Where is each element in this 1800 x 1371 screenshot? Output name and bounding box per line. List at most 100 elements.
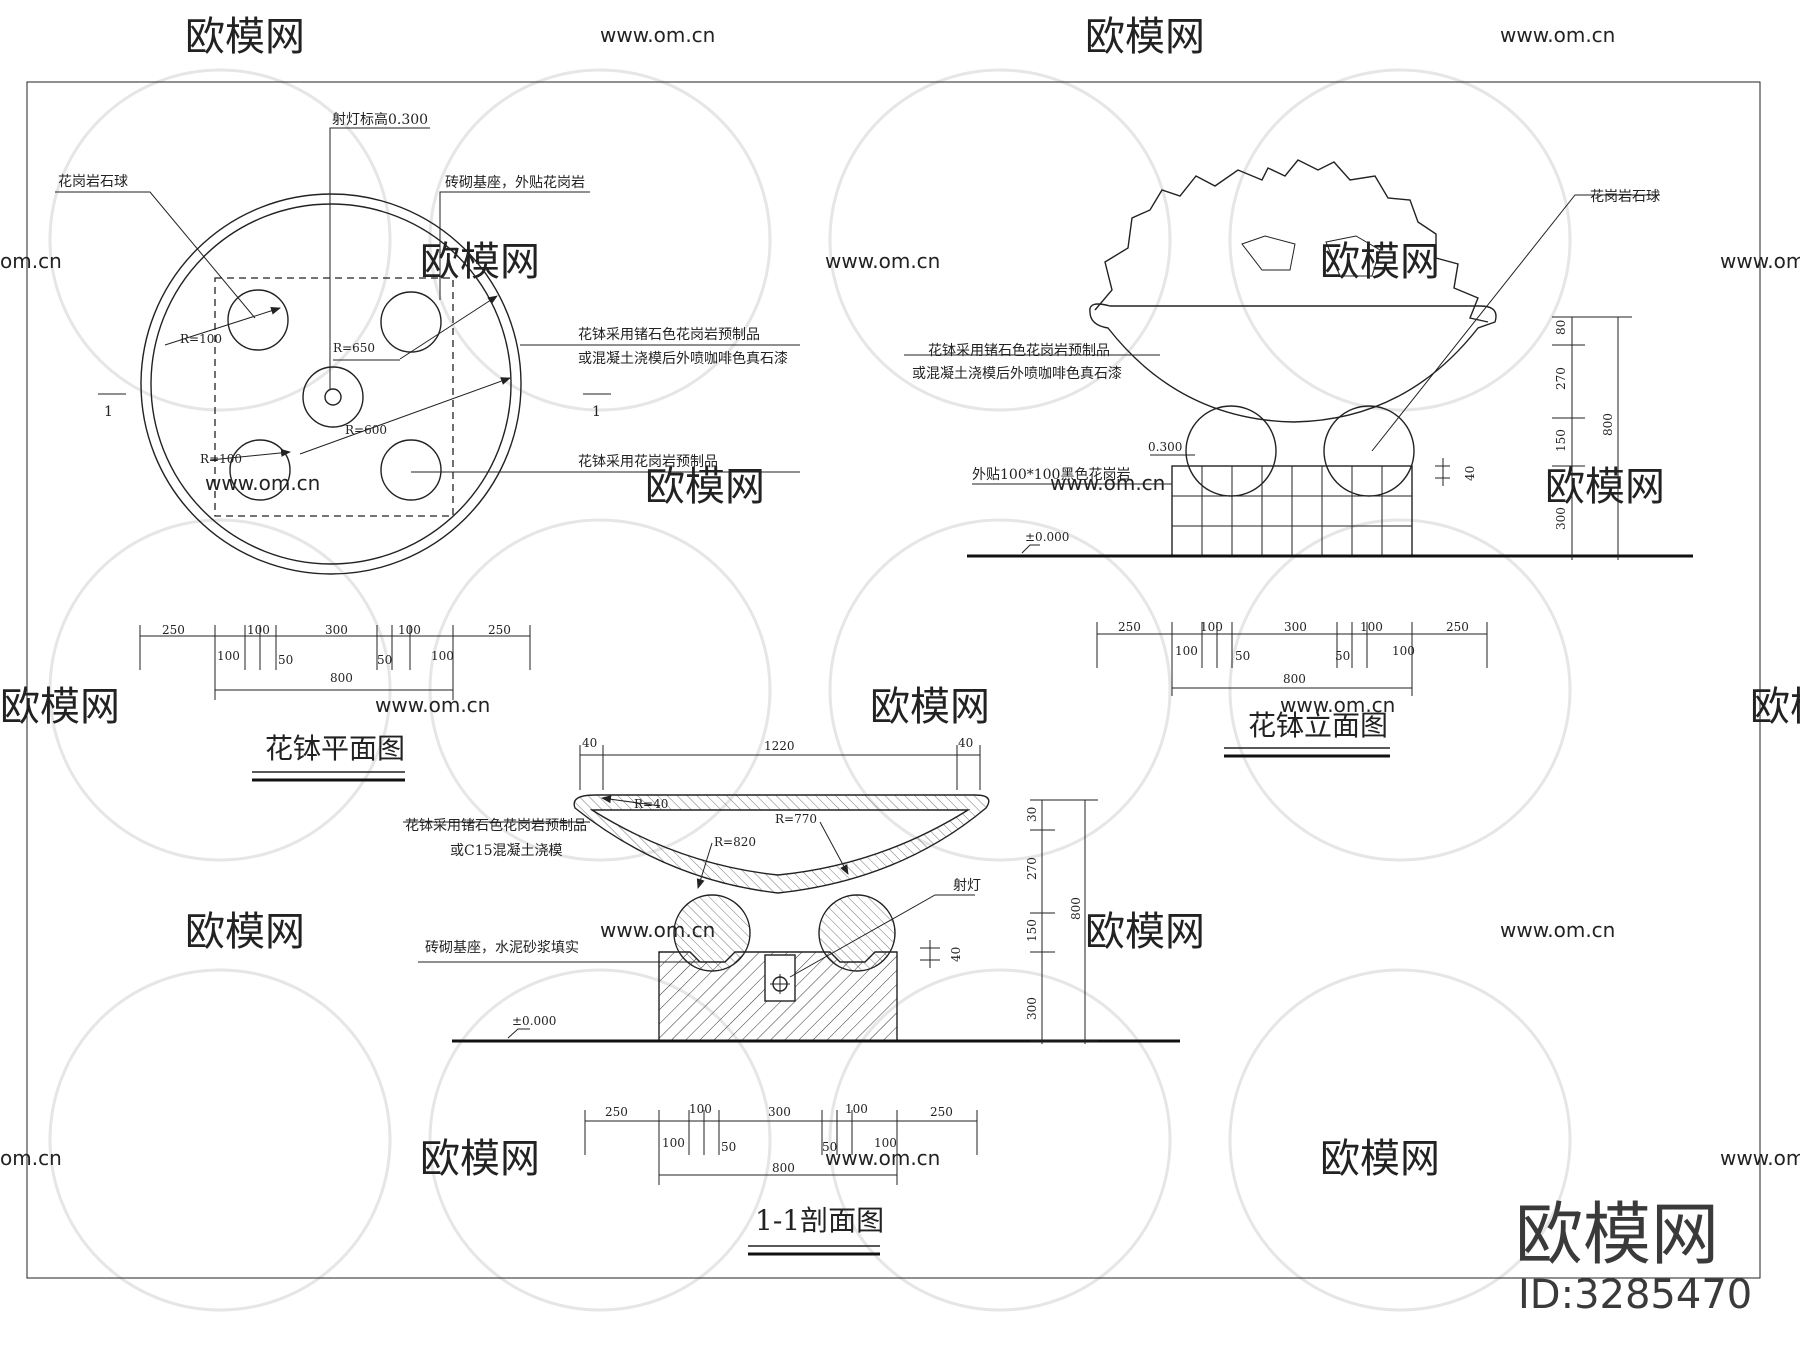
section-vdim: 30 — [1025, 807, 1039, 822]
plan-dim: 250 — [162, 623, 185, 637]
plan-note-bowl-granite: 花钵采用花岗岩预制品 — [578, 454, 718, 470]
plan-view: 射灯标高0.300 花岗岩石球 砖砌基座，外贴花岗岩 花钵采用锗石色花岗岩预制品… — [55, 111, 800, 782]
section-dim: 100 — [874, 1136, 897, 1150]
watermark-brand: 欧模网 — [1085, 909, 1205, 955]
plan-note-bowl-material-2: 或混凝土浇模后外喷咖啡色真石漆 — [578, 350, 788, 367]
plan-dim: 250 — [488, 623, 511, 637]
section-radius-r40: R=40 — [634, 797, 668, 811]
section-dim: 50 — [822, 1140, 837, 1154]
plan-dim: 50 — [377, 653, 392, 667]
elevation-note-cladding: 外贴100*100黑色花岗岩 — [972, 466, 1130, 483]
watermark-url: www.om.cn — [1050, 471, 1165, 495]
watermark-url: om.cn — [0, 1146, 62, 1170]
section-note-base: 砖砌基座，水泥砂浆填实 — [425, 939, 579, 956]
plan-dimension-chain: 250 100 300 100 250 100 50 50 100 800 — [139, 623, 531, 700]
section-dim: 100 — [845, 1102, 868, 1116]
elevation-note-granite-ball: 花岗岩石球 — [1590, 189, 1660, 205]
plan-dim-total: 800 — [330, 671, 353, 685]
watermark-circles — [48, 68, 1572, 1312]
watermark-brand: 欧模网 — [1545, 464, 1665, 510]
section-title: 1-1剖面图 — [755, 1204, 884, 1237]
plan-dim: 100 — [217, 649, 240, 663]
plan-ball — [380, 439, 442, 501]
watermark-id: ID:3285470 — [1518, 1272, 1752, 1318]
elevation-note-bowl-2: 或混凝土浇模后外喷咖啡色真石漆 — [912, 365, 1122, 382]
section-top-dim: 1220 — [764, 739, 795, 753]
plan-title: 花钵平面图 — [265, 732, 405, 765]
elevation-vdim: 270 — [1554, 367, 1568, 390]
elevation-dim: 100 — [1200, 620, 1223, 634]
watermark-url: www.om.cn — [1280, 693, 1395, 717]
watermark-brand: 欧模网 — [0, 684, 120, 730]
elevation-level-top: 0.300 — [1148, 440, 1182, 454]
watermark-brand-large: 欧模网 — [1515, 1196, 1719, 1275]
section-top-dim: 40 — [582, 736, 597, 750]
section-note-bowl-1: 花钵采用锗石色花岗岩预制品 — [405, 817, 587, 834]
elevation-dim: 250 — [1118, 620, 1141, 634]
elevation-view: 花岗岩石球 花钵采用锗石色花岗岩预制品 或混凝土浇模后外喷咖啡色真石漆 外贴10… — [904, 159, 1693, 758]
plan-light-core — [324, 388, 342, 406]
elevation-foliage — [1094, 159, 1489, 323]
elevation-dim: 50 — [1235, 649, 1250, 663]
plan-dim: 100 — [431, 649, 454, 663]
section-mark-right: 1 — [592, 404, 601, 420]
watermark-url: om.cn — [0, 249, 62, 273]
plan-base-outline — [214, 277, 454, 517]
plan-dim: 50 — [278, 653, 293, 667]
elevation-bowl — [1089, 303, 1497, 423]
elevation-level-ground: ±0.000 — [1025, 530, 1069, 544]
elevation-dim: 100 — [1360, 620, 1383, 634]
elevation-ball — [1323, 405, 1415, 497]
section-vertical-dims — [920, 799, 1098, 1044]
section-dim: 50 — [721, 1140, 736, 1154]
plan-note-brick-base: 砖砌基座，外贴花岗岩 — [445, 174, 585, 191]
watermark-brand: 欧模网 — [645, 464, 765, 510]
section-vdim: 300 — [1025, 997, 1039, 1020]
watermark-url: www.om.cn — [825, 249, 940, 273]
section-vdim: 270 — [1025, 857, 1039, 880]
section-dim: 100 — [689, 1102, 712, 1116]
watermark-url: www.om.cn — [375, 693, 490, 717]
plan-note-granite-ball: 花岗岩石球 — [58, 174, 128, 190]
section-dim: 250 — [930, 1105, 953, 1119]
plan-outer-circle — [140, 193, 522, 575]
watermark-brand: 欧模网 — [1320, 239, 1440, 285]
section-bowl-shell — [573, 794, 990, 894]
plan-ball — [229, 439, 291, 501]
elevation-gap: 40 — [1463, 466, 1477, 481]
elevation-dim-total: 800 — [1283, 672, 1306, 686]
elevation-vdim: 300 — [1554, 507, 1568, 530]
plan-dim: 300 — [325, 623, 348, 637]
plan-note-bowl-material-1: 花钵采用锗石色花岗岩预制品 — [578, 326, 760, 343]
watermark-url: www.om.cn — [205, 471, 320, 495]
elevation-dimension-chain: 250 100 300 100 250 100 50 50 100 800 — [1096, 620, 1488, 696]
elevation-dim: 300 — [1284, 620, 1307, 634]
section-radius-r820: R=820 — [714, 835, 756, 849]
plan-light — [302, 366, 364, 428]
plan-radius-r100-a: R=100 — [180, 332, 222, 346]
elevation-title: 花钵立面图 — [1248, 709, 1388, 742]
section-radius-r770: R=770 — [775, 812, 817, 826]
sheet-border — [26, 81, 1761, 1279]
section-dim: 250 — [605, 1105, 628, 1119]
section-dim-total: 800 — [772, 1161, 795, 1175]
elevation-dim: 100 — [1392, 644, 1415, 658]
watermark-brand: 欧模网 — [420, 1136, 540, 1182]
watermark-brand: 欧模网 — [1085, 14, 1205, 60]
section-note-light: 射灯 — [953, 878, 981, 894]
section-level-ground: ±0.000 — [512, 1014, 556, 1028]
watermark-url: www.om.cn — [1500, 23, 1615, 47]
plan-note-spot-light: 射灯标高0.300 — [332, 111, 428, 128]
watermark-brand: 欧模网 — [1320, 1136, 1440, 1182]
section-note-bowl-2: 或C15混凝土浇模 — [450, 843, 563, 859]
plan-ball — [380, 291, 442, 353]
watermark-brand: 欧模网 — [185, 909, 305, 955]
section-vtotal: 800 — [1069, 897, 1083, 920]
elevation-note-bowl-1: 花钵采用锗石色花岗岩预制品 — [928, 342, 1110, 359]
plan-inner-circle — [150, 203, 512, 565]
watermark-url: www.om.cn — [825, 1146, 940, 1170]
plan-radius-r600: R=600 — [345, 423, 387, 437]
section-view: 40 1220 40 R=40 R=820 R=770 花钵采用锗石色花岗岩预制… — [403, 736, 1180, 1256]
section-vdim: 150 — [1025, 919, 1039, 942]
